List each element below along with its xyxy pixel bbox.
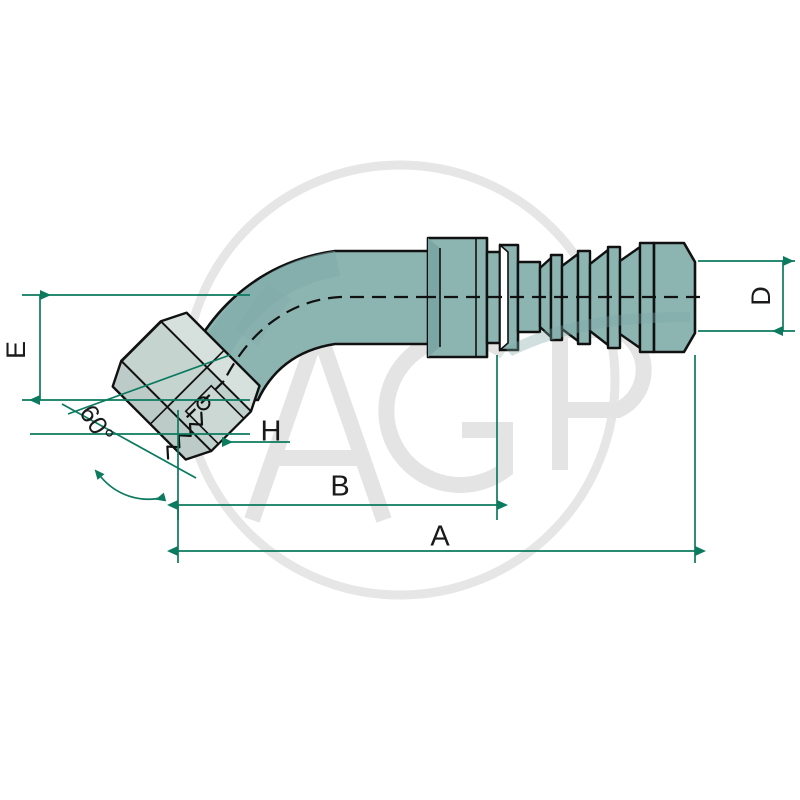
label-A: A <box>430 521 450 553</box>
dimension-angle <box>30 354 250 502</box>
dimension-layer <box>22 256 795 563</box>
label-D: D <box>746 286 776 306</box>
label-E: E <box>1 341 31 359</box>
dimension-E <box>22 290 250 405</box>
sealing-cone <box>166 411 204 460</box>
dimension-A <box>167 355 706 563</box>
fitting-assembly <box>111 236 700 461</box>
centerline-curved <box>223 295 430 382</box>
dimension-B <box>167 355 508 520</box>
label-B: B <box>330 471 349 503</box>
label-H: H <box>261 416 282 448</box>
label-angle: 60° <box>73 399 120 448</box>
dimension-D <box>698 256 795 336</box>
